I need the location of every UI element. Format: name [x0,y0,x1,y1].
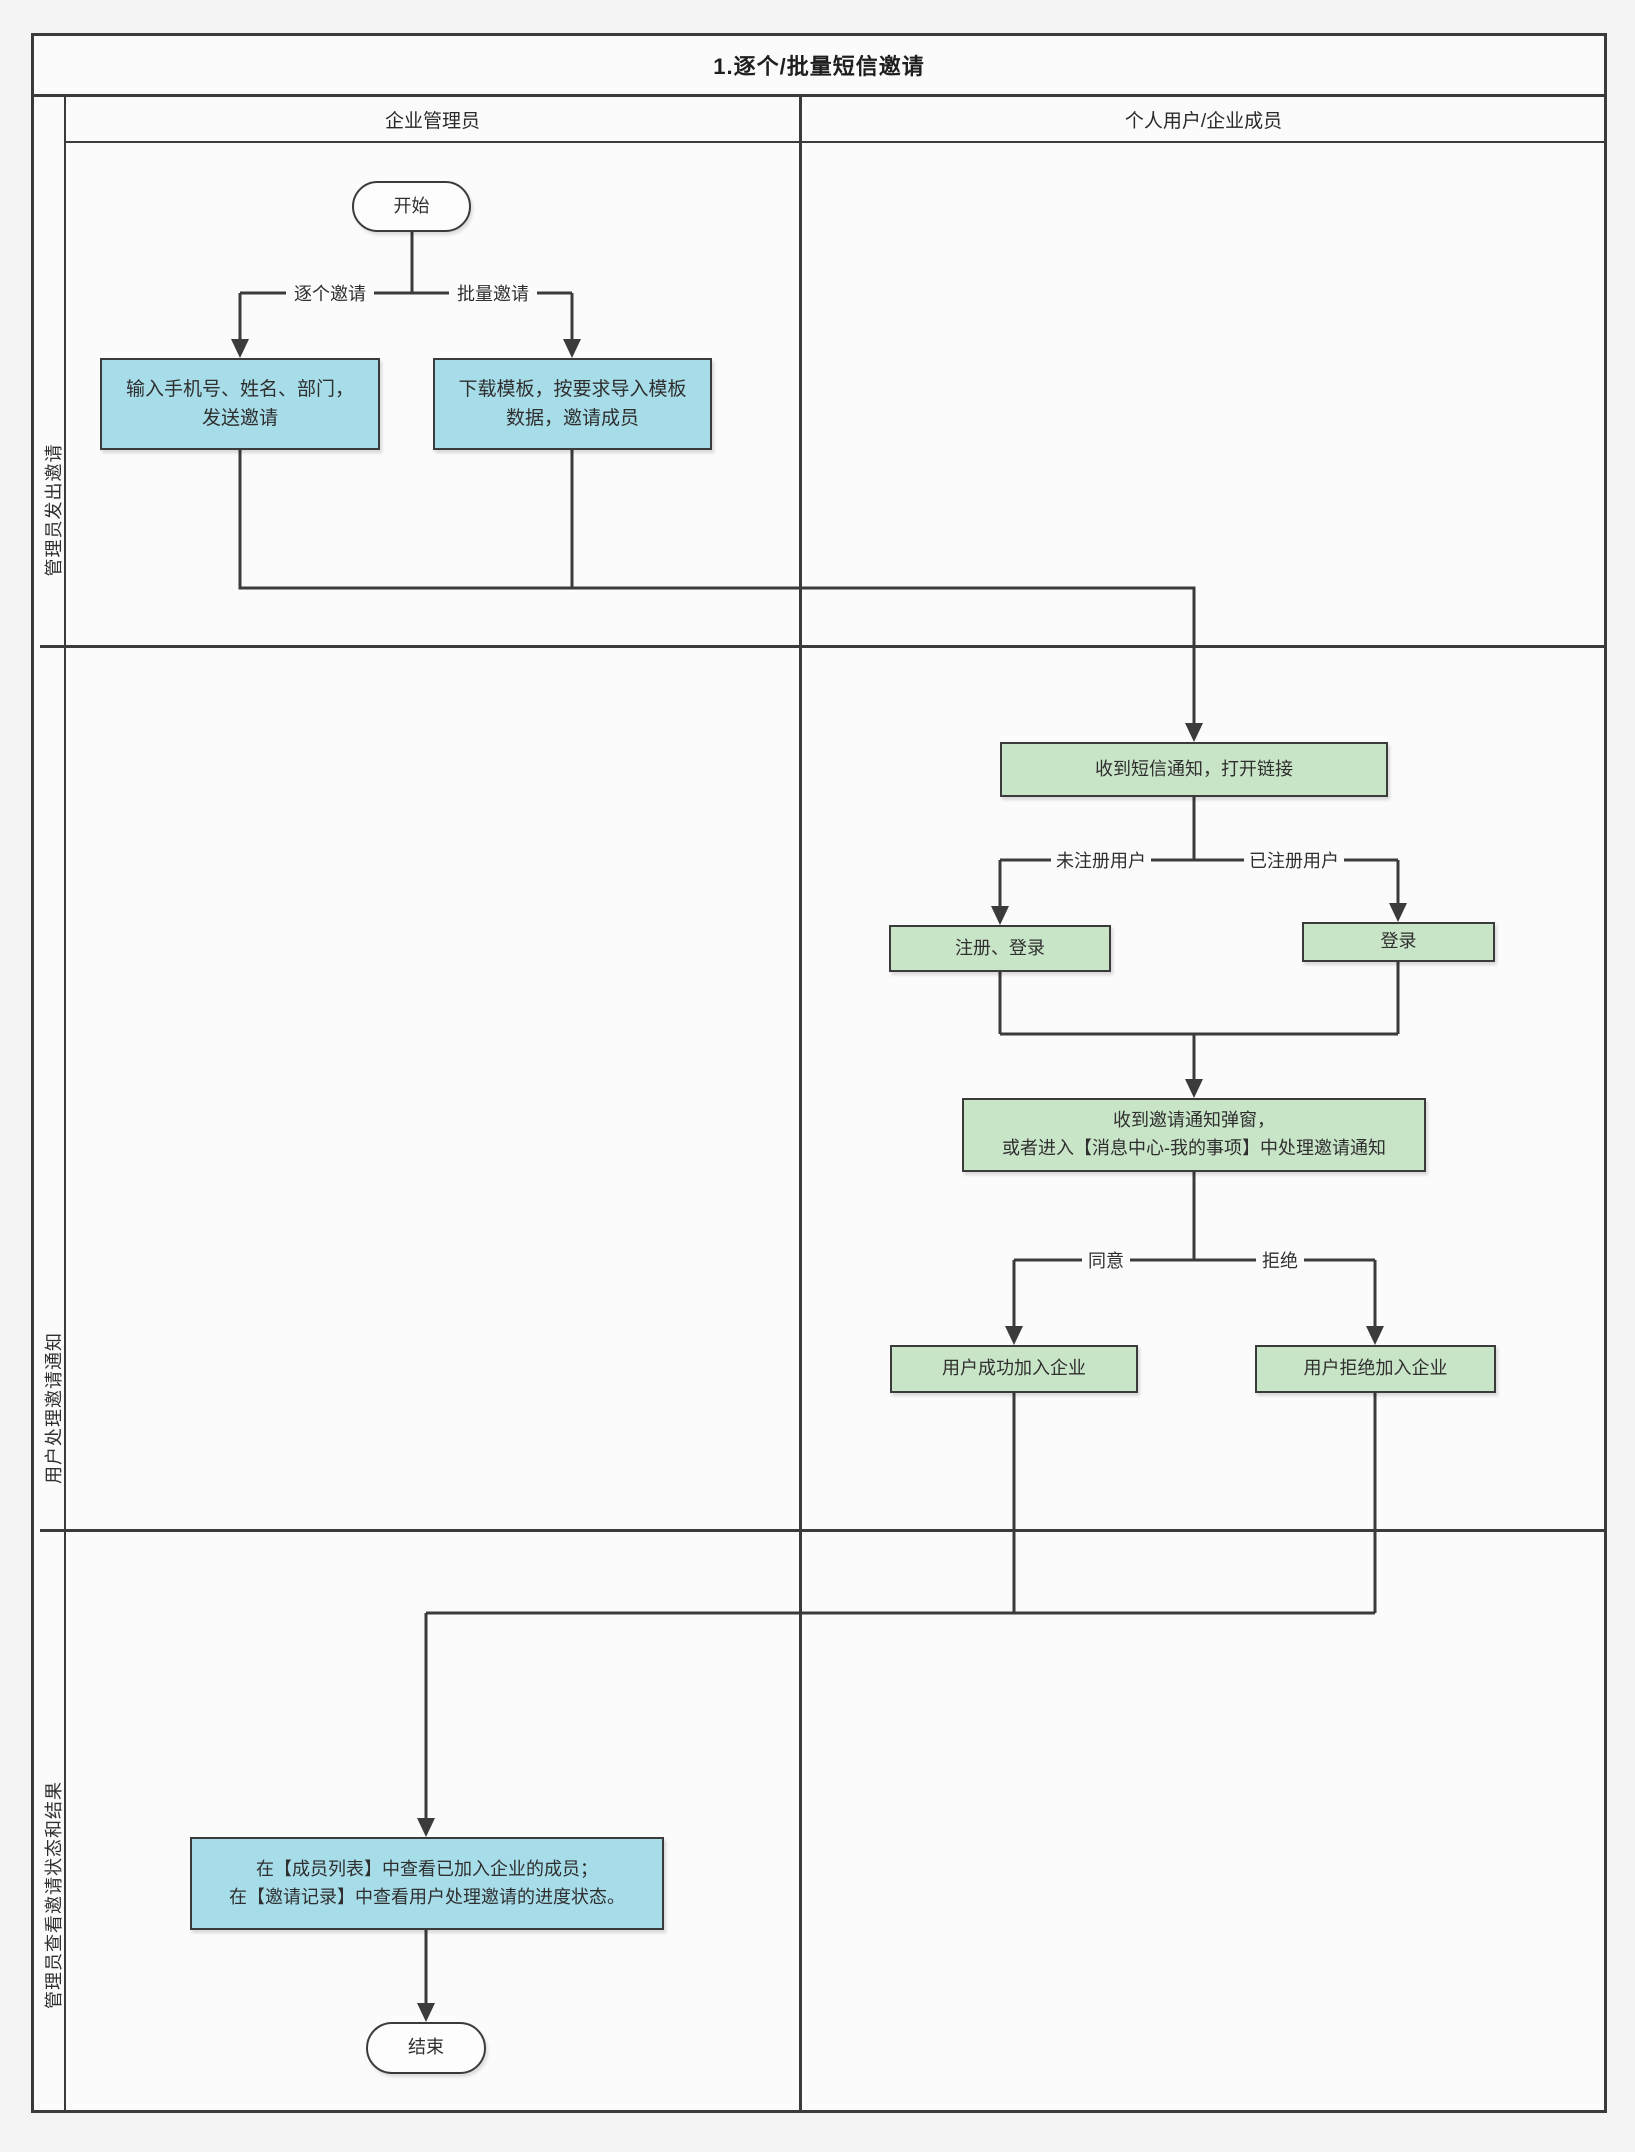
phase-strip [40,97,66,2110]
node-invite-batch-line1: 下载模板，按要求导入模板 [458,378,687,400]
node-invite-single-line1: 输入手机号、姓名、部门， [125,378,354,400]
node-view-result-line1: 在【成员列表】中查看已加入企业的成员； [256,1858,598,1879]
node-join-reject-label: 用户拒绝加入企业 [1303,1358,1448,1379]
node-invite-single: 输入手机号、姓名、部门， 发送邀请 [100,358,380,450]
edge-label-reject: 拒绝 [1256,1246,1304,1274]
node-join-success-label: 用户成功加入企业 [942,1358,1086,1379]
node-view-result: 在【成员列表】中查看已加入企业的成员； 在【邀请记录】中查看用户处理邀请的进度状… [190,1837,664,1930]
node-invite-notice-line2: 或者进入【消息中心-我的事项】中处理邀请通知 [1002,1138,1386,1158]
node-start-label: 开始 [393,195,430,216]
column-divider [799,97,802,2110]
edge-label-batch: 批量邀请 [449,279,537,307]
node-register-login-label: 注册、登录 [955,937,1045,958]
connector [238,450,1196,725]
arrowhead [563,339,581,358]
node-invite-batch-line2: 数据，邀请成员 [505,408,639,429]
node-join-success: 用户成功加入企业 [890,1345,1138,1393]
node-register-login: 注册、登录 [889,925,1111,972]
node-invite-notice-line1: 收到邀请通知弹窗， [1113,1110,1275,1131]
node-invite-single-line2: 发送邀请 [201,408,278,429]
edge-label-registered: 已注册用户 [1244,846,1344,874]
arrowhead [1185,1079,1203,1098]
arrowhead [417,1818,435,1837]
node-view-result-line2: 在【邀请记录】中查看用户处理邀请的进度状态。 [229,1886,625,1907]
arrowhead [991,906,1009,925]
arrowhead [1185,723,1203,742]
edge-label-unregistered: 未注册用户 [1051,846,1151,874]
lane-divider-2 [40,1529,1606,1532]
arrowhead [231,339,249,358]
node-invite-notice: 收到邀请通知弹窗， 或者进入【消息中心-我的事项】中处理邀请通知 [962,1098,1426,1172]
arrowhead [1005,1326,1023,1345]
node-end: 结束 [366,2022,486,2074]
lane-divider-1 [40,645,1606,648]
node-login: 登录 [1302,922,1495,962]
node-receive-sms-label: 收到短信通知，打开链接 [1095,758,1293,779]
edge-label-single: 逐个邀请 [286,279,374,307]
edge-label-agree: 同意 [1082,1246,1130,1274]
diagram-title: 1.逐个/批量短信邀请 [34,36,1604,97]
node-invite-batch: 下载模板，按要求导入模板 数据，邀请成员 [433,358,712,450]
node-receive-sms: 收到短信通知，打开链接 [1000,742,1388,797]
node-login-label: 登录 [1380,931,1417,952]
arrowhead [417,2003,435,2022]
node-start: 开始 [352,181,471,232]
node-join-reject: 用户拒绝加入企业 [1255,1345,1496,1393]
column-header-member: 个人用户/企业成员 [801,97,1606,143]
column-header-admin: 企业管理员 [66,97,799,143]
arrowhead [1389,903,1407,922]
arrowhead [1366,1326,1384,1345]
node-end-label: 结束 [408,2037,444,2058]
